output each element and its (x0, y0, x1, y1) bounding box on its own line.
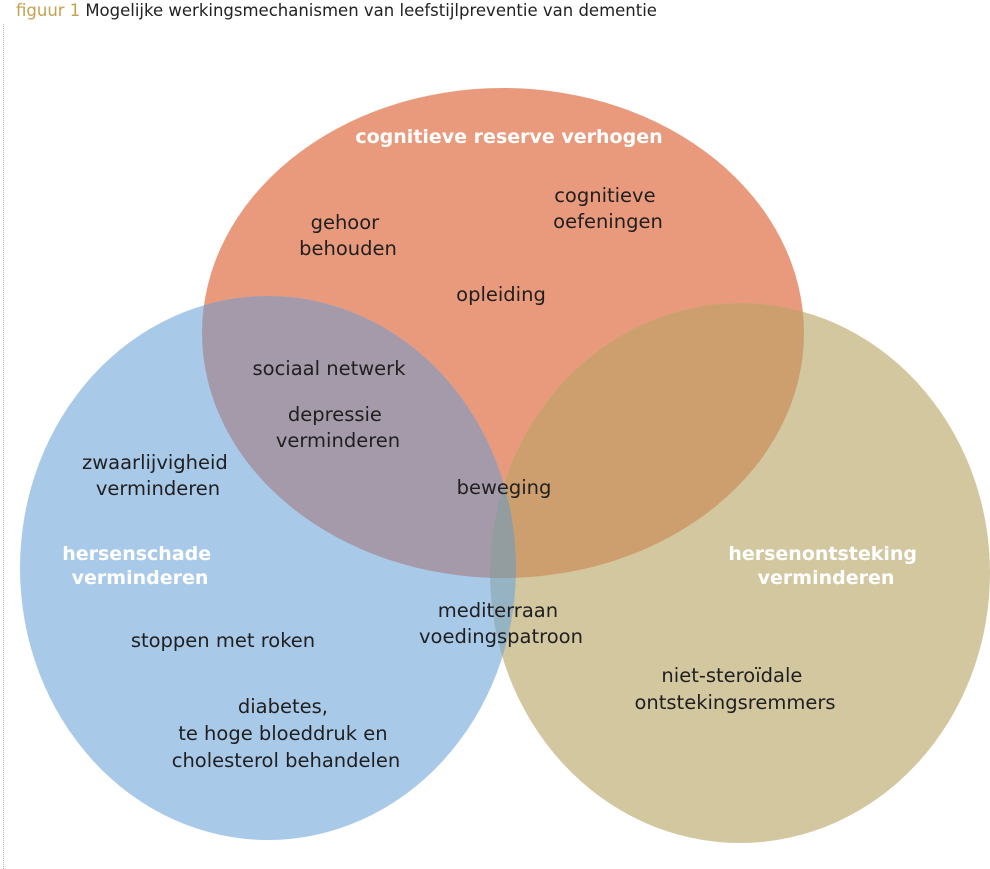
item-mediterranean-diet: mediterraan voedingspatroon (419, 599, 583, 648)
item-quit-smoking: stoppen met roken (131, 629, 315, 652)
item-social-network: sociaal netwerk (252, 357, 406, 380)
margin-divider (3, 24, 4, 869)
item-exercise: beweging (457, 476, 552, 499)
heading-cognitive-reserve: cognitieve reserve verhogen (355, 126, 662, 148)
item-cognitive-exercises: cognitieve oefeningen (553, 184, 663, 233)
item-depression: depressie verminderen (276, 403, 400, 452)
figure-title: Mogelijke werkingsmechanismen van leefst… (85, 1, 657, 20)
item-nsaids: niet-steroïdale ontstekingsremmers (634, 664, 835, 714)
item-obesity: zwaarlijvigheid verminderen (82, 451, 234, 500)
figure-label: figuur 1 (16, 1, 81, 20)
item-diabetes-bp-cholesterol: diabetes, te hoge bloeddruk en cholester… (172, 695, 401, 772)
item-hearing: gehoor behouden (299, 211, 397, 260)
heading-brain-inflammation: hersenontsteking verminderen (728, 543, 923, 589)
heading-brain-damage: hersenschade verminderen (62, 543, 218, 589)
item-education: opleiding (456, 283, 546, 306)
